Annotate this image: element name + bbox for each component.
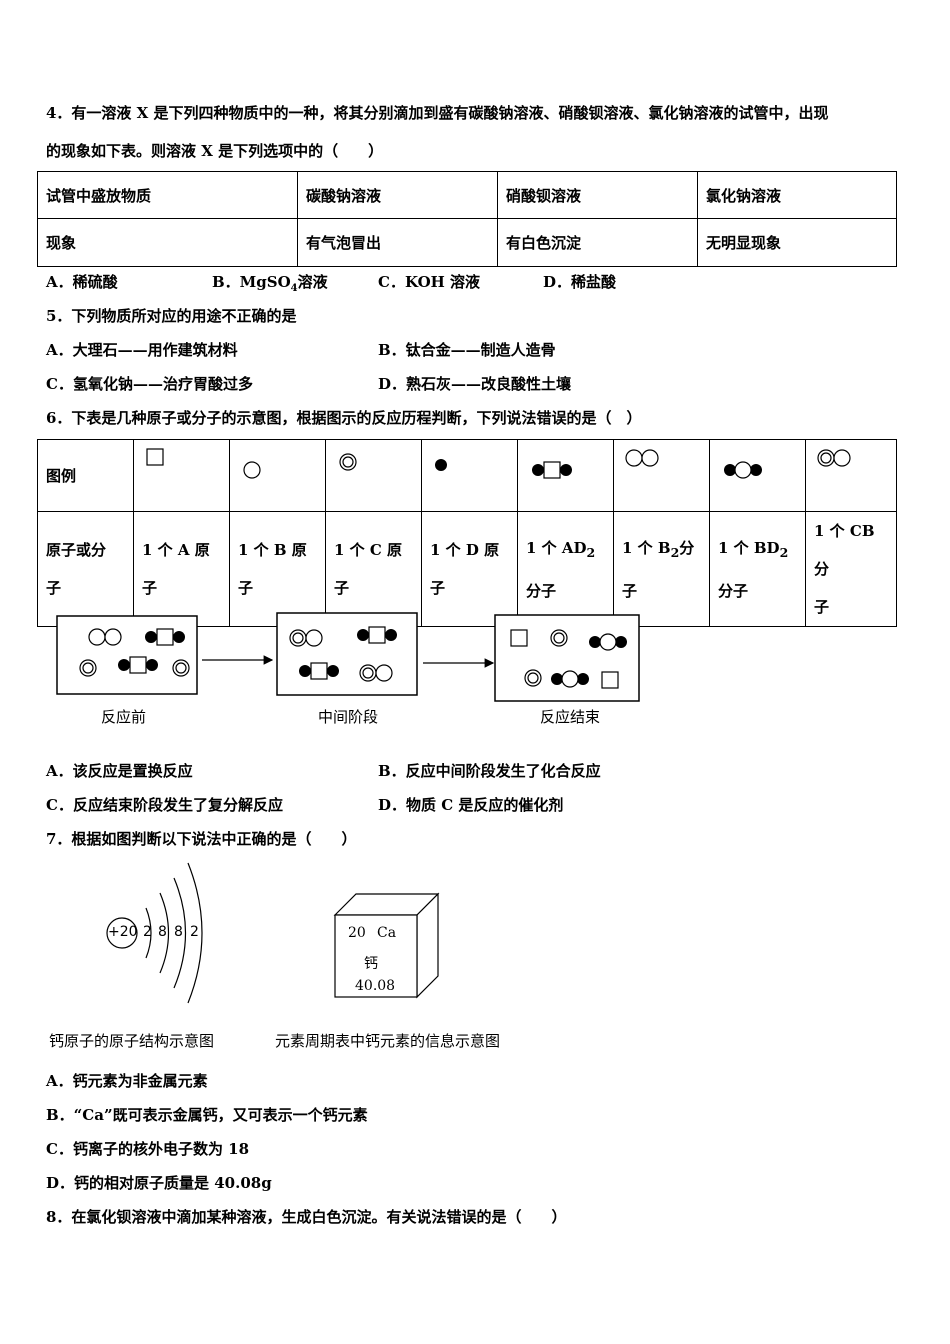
electron-shell-arc — [173, 877, 187, 989]
q4-row-cell: 现象 — [37, 218, 298, 267]
bd2-molecule-icon — [551, 670, 589, 688]
electron-shell-arc — [145, 907, 152, 959]
ad2-molecule-icon — [145, 628, 185, 646]
q4-stem-line2: 的现象如下表。则溶液 X 是下列选项中的（ ） — [46, 142, 384, 160]
double-circle-atom-icon — [339, 453, 357, 471]
diagram-label-end: 反应结束 — [540, 708, 601, 726]
q5-option-b: B．钛合金——制造人造骨 — [378, 341, 556, 359]
element-diagram-caption: 元素周期表中钙元素的信息示意图 — [275, 1032, 501, 1050]
double-circle-atom-icon — [172, 659, 190, 677]
q6-reaction-diagram — [56, 612, 640, 702]
bd2-molecule-icon — [589, 633, 627, 651]
middle-box — [276, 612, 418, 696]
electron-shell-arc — [187, 862, 203, 1004]
double-circle-atom-icon — [550, 629, 568, 647]
q6-legend-label: 图例 — [37, 439, 134, 512]
q4-option-a: A．稀硫酸 — [46, 273, 118, 291]
cb-molecule-icon — [817, 449, 851, 467]
q6-symbol-a — [133, 439, 230, 512]
q7-stem: 7．根据如图判断以下说法中正确的是（ ） — [46, 830, 357, 848]
nucleus-circle — [106, 917, 138, 949]
q6-legend-table: 图例 原子或分子 1 个 A 原子 1 个 B 原子 1 个 C 原子 1 — [37, 439, 897, 627]
atom-shell-1-count: 2 — [143, 924, 152, 940]
square-atom-icon — [510, 629, 528, 647]
q5-stem: 5．下列物质所对应的用途不正确的是 — [46, 307, 297, 325]
q5-option-d: D．熟石灰——改良酸性土壤 — [378, 375, 572, 393]
q4-option-d: D．稀盐酸 — [543, 273, 617, 291]
filled-circle-atom-icon — [435, 459, 447, 471]
ad2-molecule-icon — [532, 461, 572, 479]
q7-option-c: C．钙离子的核外电子数为 18 — [46, 1140, 250, 1158]
atom-nucleus-charge: +20 — [108, 924, 138, 940]
q4-header-cell: 碳酸钠溶液 — [297, 171, 498, 219]
q6-row2-label: 原子或分子 — [37, 511, 134, 627]
q6-symbol-b2 — [613, 439, 710, 512]
q4-option-b: B．MgSO4溶液 — [212, 273, 328, 294]
calcium-atom-structure-diagram — [106, 862, 203, 1004]
q6-symbol-c — [325, 439, 422, 512]
q4-row-cell: 有气泡冒出 — [297, 218, 498, 267]
q4-row-cell: 无明显现象 — [697, 218, 897, 267]
q6-symbol-d — [421, 439, 518, 512]
element-name: 钙 — [364, 956, 378, 972]
square-atom-icon — [601, 671, 619, 689]
q6-symbol-ad2 — [517, 439, 614, 512]
q6-option-d: D．物质 C 是反应的催化剂 — [378, 796, 564, 814]
bd2-molecule-icon — [724, 461, 762, 479]
ad2-molecule-icon — [357, 626, 397, 644]
q4-header-cell: 硝酸钡溶液 — [497, 171, 698, 219]
electron-shell-arc — [159, 892, 170, 974]
diagram-label-middle: 中间阶段 — [318, 708, 379, 726]
element-atomic-mass: 40.08 — [355, 978, 396, 994]
ad2-molecule-icon — [118, 656, 158, 674]
q6-stem: 6．下表是几种原子或分子的示意图，根据图示的反应历程判断，下列说法错误的是（ ） — [46, 409, 642, 427]
q4-header-cell: 试管中盛放物质 — [37, 171, 298, 219]
q6-option-c: C．反应结束阶段发生了复分解反应 — [46, 796, 283, 814]
q7-option-b: B．“Ca”既可表示金属钙，又可表示一个钙元素 — [46, 1106, 368, 1124]
circle-atom-icon — [243, 461, 261, 479]
q4-header-cell: 氯化钠溶液 — [697, 171, 897, 219]
q7-option-a: A．钙元素为非金属元素 — [46, 1072, 208, 1090]
q6-item-b2: 1 个 B2分子 — [613, 511, 710, 627]
q8-stem: 8．在氯化钡溶液中滴加某种溶液，生成白色沉淀。有关说法错误的是（ ） — [46, 1208, 567, 1226]
q4-option-c: C．KOH 溶液 — [378, 273, 481, 291]
q6-option-b: B．反应中间阶段发生了化合反应 — [378, 762, 601, 780]
before-box — [56, 615, 198, 695]
q6-option-a: A．该反应是置换反应 — [46, 762, 193, 780]
element-atomic-number: 20 — [348, 925, 366, 941]
q7-option-d: D．钙的相对原子质量是 40.08g — [46, 1174, 272, 1192]
atom-shell-4-count: 2 — [190, 924, 199, 940]
double-circle-atom-icon — [79, 659, 97, 677]
double-circle-atom-icon — [524, 669, 542, 687]
q6-item-c: 1 个 C 原子 — [325, 511, 422, 627]
q6-symbol-b — [229, 439, 326, 512]
q5-option-c: C．氢氧化钠——治疗胃酸过多 — [46, 375, 253, 393]
atom-shell-2-count: 8 — [158, 924, 167, 940]
element-symbol: Ca — [377, 925, 397, 941]
q4-table: 试管中盛放物质 碳酸钠溶液 硝酸钡溶液 氯化钠溶液 现象 有气泡冒出 有白色沉淀… — [37, 171, 897, 267]
q6-symbol-cb — [805, 439, 897, 512]
q4-stem-line1: 4．有一溶液 X 是下列四种物质中的一种，将其分别滴加到盛有碳酸钠溶液、硝酸钡溶… — [46, 104, 829, 122]
atom-diagram-caption: 钙原子的原子结构示意图 — [49, 1032, 215, 1050]
diagram-label-before: 反应前 — [101, 708, 147, 726]
ad2-molecule-icon — [299, 662, 339, 680]
b2-molecule-icon — [625, 449, 659, 467]
cb-molecule-icon — [359, 664, 393, 682]
atom-shell-3-count: 8 — [174, 924, 183, 940]
q6-item-cb: 1 个 CB 分子 — [805, 511, 897, 627]
q4-row-cell: 有白色沉淀 — [497, 218, 698, 267]
q5-option-a: A．大理石——用作建筑材料 — [46, 341, 238, 359]
b2-molecule-icon — [88, 628, 122, 646]
q6-symbol-bd2 — [709, 439, 806, 512]
square-atom-icon — [146, 448, 164, 466]
cb-molecule-icon — [289, 629, 323, 647]
periodic-element-cube — [333, 892, 440, 999]
q6-item-d: 1 个 D 原子 — [421, 511, 518, 627]
